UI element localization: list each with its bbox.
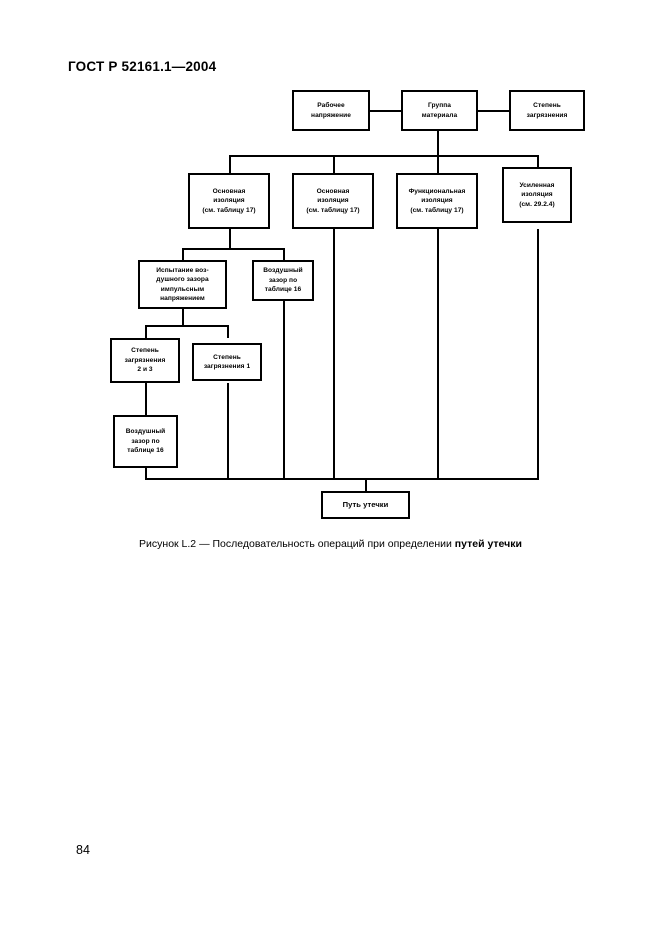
node-creepage-path-line1: Путь утечки: [342, 499, 389, 509]
connector-basic-insulation-2-to-bottom-bus: [333, 229, 335, 480]
node-basic-insulation-1[interactable]: Основная изоляция (см. таблицу 17): [188, 173, 270, 229]
node-impulse-voltage-test-line3: импульсным: [160, 285, 205, 293]
connector-bottom-bus-to-creepage-path: [365, 478, 367, 492]
connector-working-voltage-to-material-group: [370, 110, 401, 112]
node-basic-insulation-1-line2: изоляция: [213, 197, 245, 205]
node-functional-insulation-line2: изоляция: [421, 197, 453, 205]
figure-caption-text: Рисунок L.2 — Последовательность операци…: [139, 538, 455, 550]
node-pollution-degree-line2: загрязнения: [526, 111, 568, 119]
node-pollution-degree-2-and-3[interactable]: Степень загрязнения 2 и 3: [110, 338, 180, 383]
node-impulse-voltage-test-line2: душного зазора: [156, 276, 209, 284]
connector-reinforced-insulation-to-bottom-bus: [537, 229, 539, 480]
node-functional-insulation-line1: Функциональная: [408, 187, 466, 195]
node-pollution-degree-1[interactable]: Степень загрязнения 1: [192, 343, 262, 381]
connector-basic-insulation-1-split-bus: [182, 248, 285, 250]
node-reinforced-insulation-line1: Усиленная: [519, 181, 555, 189]
connector-split-drop-impulse-test: [182, 248, 184, 260]
node-working-voltage-line2: напряжение: [311, 111, 351, 119]
node-working-voltage[interactable]: Рабочее напряжение: [292, 90, 370, 131]
connector-pollution-1-to-bottom-bus: [227, 383, 229, 480]
document-header-standard-number: ГОСТ Р 52161.1—2004: [68, 59, 217, 74]
node-air-gap-table16-lower-line3: таблице 16: [127, 447, 164, 455]
node-pollution-degree-2-and-3-line2: загрязнения: [124, 356, 166, 364]
connector-bottom-collecting-bus: [145, 478, 539, 480]
connector-pollution-2-3-to-air-gap-lower: [145, 383, 147, 415]
node-pollution-degree-1-line1: Степень: [213, 353, 241, 361]
connector-functional-insulation-to-bottom-bus: [437, 229, 439, 480]
node-basic-insulation-2[interactable]: Основная изоляция (см. таблицу 17): [292, 173, 374, 229]
node-material-group-line2: материала: [421, 111, 458, 119]
connector-air-gap-upper-to-bottom-bus: [283, 301, 285, 480]
node-pollution-degree-2-and-3-line1: Степень: [131, 347, 159, 355]
figure-caption-emphasis: путей утечки: [454, 538, 522, 550]
page-number: 84: [76, 843, 90, 857]
node-reinforced-insulation-line3: (см. 29.2.4): [519, 200, 555, 208]
node-reinforced-insulation[interactable]: Усиленная изоляция (см. 29.2.4): [502, 167, 572, 223]
node-pollution-degree-2-and-3-line3: 2 и 3: [137, 366, 153, 374]
connector-impulse-test-trunk: [182, 309, 184, 327]
connector-material-group-to-pollution-degree: [478, 110, 509, 112]
node-working-voltage-line1: Рабочее: [317, 102, 345, 110]
connector-bus-drop-basic-insulation-1: [229, 155, 231, 173]
node-impulse-voltage-test-line1: Испытание воз-: [156, 266, 209, 274]
flowchart-figure-L2: Рабочее напряжение Группа материала Степ…: [110, 90, 585, 519]
node-air-gap-table16-lower-line1: Воздушный: [125, 428, 166, 436]
connector-split-drop-pollution-2-3: [145, 325, 147, 338]
node-basic-insulation-1-line1: Основная: [212, 187, 246, 195]
connector-material-group-trunk: [437, 131, 439, 157]
node-air-gap-table16-upper-line2: зазор по: [268, 276, 298, 284]
node-functional-insulation-line3: (см. таблицу 17): [410, 206, 464, 214]
node-basic-insulation-1-line3: (см. таблицу 17): [202, 206, 256, 214]
node-pollution-degree[interactable]: Степень загрязнения: [509, 90, 585, 131]
node-air-gap-table16-lower[interactable]: Воздушный зазор по таблице 16: [113, 415, 178, 468]
node-impulse-voltage-test[interactable]: Испытание воз- душного зазора импульсным…: [138, 260, 227, 309]
node-material-group[interactable]: Группа материала: [401, 90, 478, 131]
node-air-gap-table16-upper[interactable]: Воздушный зазор по таблице 16: [252, 260, 314, 301]
node-creepage-path[interactable]: Путь утечки: [321, 491, 410, 519]
node-basic-insulation-2-line2: изоляция: [317, 197, 349, 205]
node-basic-insulation-2-line1: Основная: [316, 187, 350, 195]
node-functional-insulation[interactable]: Функциональная изоляция (см. таблицу 17): [396, 173, 478, 229]
connector-split-drop-air-gap-upper: [283, 248, 285, 260]
node-air-gap-table16-upper-line1: Воздушный: [263, 267, 303, 275]
connector-bus-drop-functional-insulation: [437, 155, 439, 173]
node-basic-insulation-2-line3: (см. таблицу 17): [306, 206, 360, 214]
connector-split-drop-pollution-1: [227, 325, 229, 338]
connector-basic-insulation-1-trunk: [229, 229, 231, 250]
connector-bus-drop-basic-insulation-2: [333, 155, 335, 173]
node-pollution-degree-1-line2: загрязнения 1: [203, 363, 251, 370]
node-air-gap-table16-upper-line3: таблице 16: [264, 286, 302, 294]
node-material-group-line1: Группа: [427, 102, 452, 110]
node-air-gap-table16-lower-line2: зазор по: [131, 437, 160, 445]
connector-pollution-split-bus: [145, 325, 229, 327]
connector-bus-drop-reinforced-insulation: [537, 155, 539, 173]
node-impulse-voltage-test-line4: напряжением: [160, 294, 205, 302]
connector-insulation-distribution-bus: [229, 155, 539, 157]
node-reinforced-insulation-line2: изоляция: [521, 191, 553, 199]
connector-air-gap-lower-to-bottom-bus: [145, 468, 147, 480]
node-pollution-degree-line1: Степень: [533, 102, 561, 110]
figure-caption: Рисунок L.2 — Последовательность операци…: [0, 538, 661, 550]
